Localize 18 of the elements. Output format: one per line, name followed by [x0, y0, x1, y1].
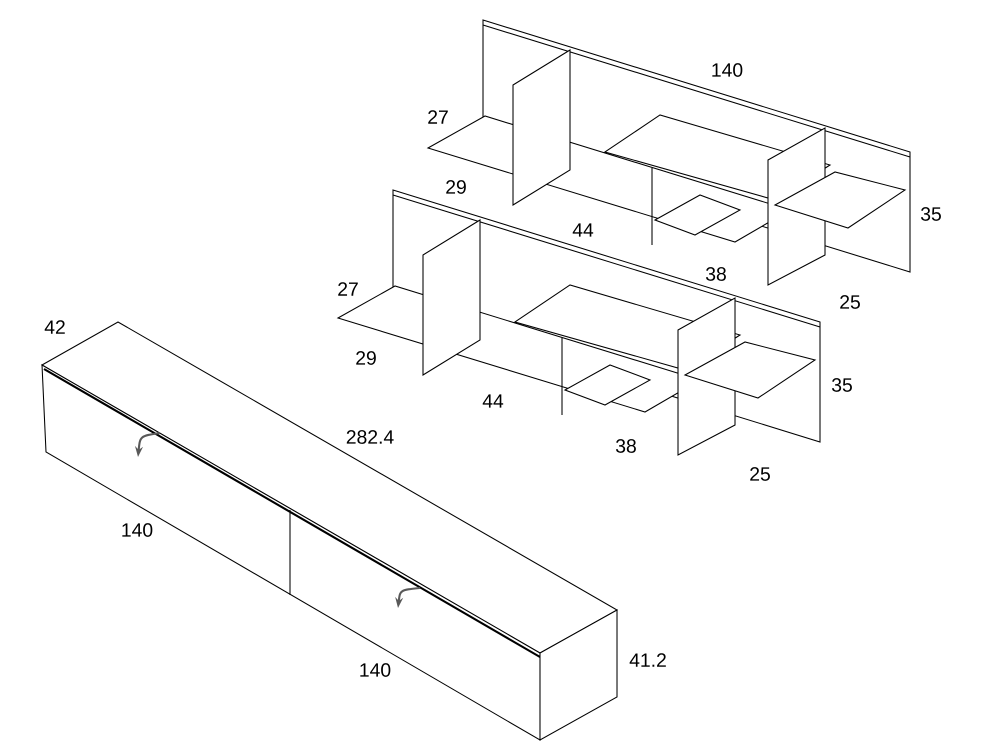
dimension-label: 44 — [572, 223, 594, 237]
dimension-label: 27 — [428, 110, 448, 124]
dimension-label: 42 — [44, 320, 65, 334]
dimension-label: 140 — [360, 663, 390, 677]
dimension-label: 29 — [446, 180, 466, 194]
dimension-label: 25 — [750, 467, 770, 481]
dimension-label: 41.2 — [630, 653, 666, 667]
dimension-label: 38 — [616, 439, 636, 453]
dimension-label: 140 — [122, 523, 152, 537]
dimension-label: 27 — [338, 282, 358, 296]
dimension-label: 35 — [921, 207, 941, 221]
dimension-label: 29 — [356, 351, 376, 365]
dimension-label: 25 — [840, 295, 860, 309]
dimension-label: 38 — [706, 267, 726, 281]
dimension-label: 282.4 — [346, 430, 394, 444]
dimension-label: 44 — [482, 394, 504, 408]
dimension-label: 140 — [712, 63, 742, 77]
dimension-label: 35 — [832, 378, 852, 392]
